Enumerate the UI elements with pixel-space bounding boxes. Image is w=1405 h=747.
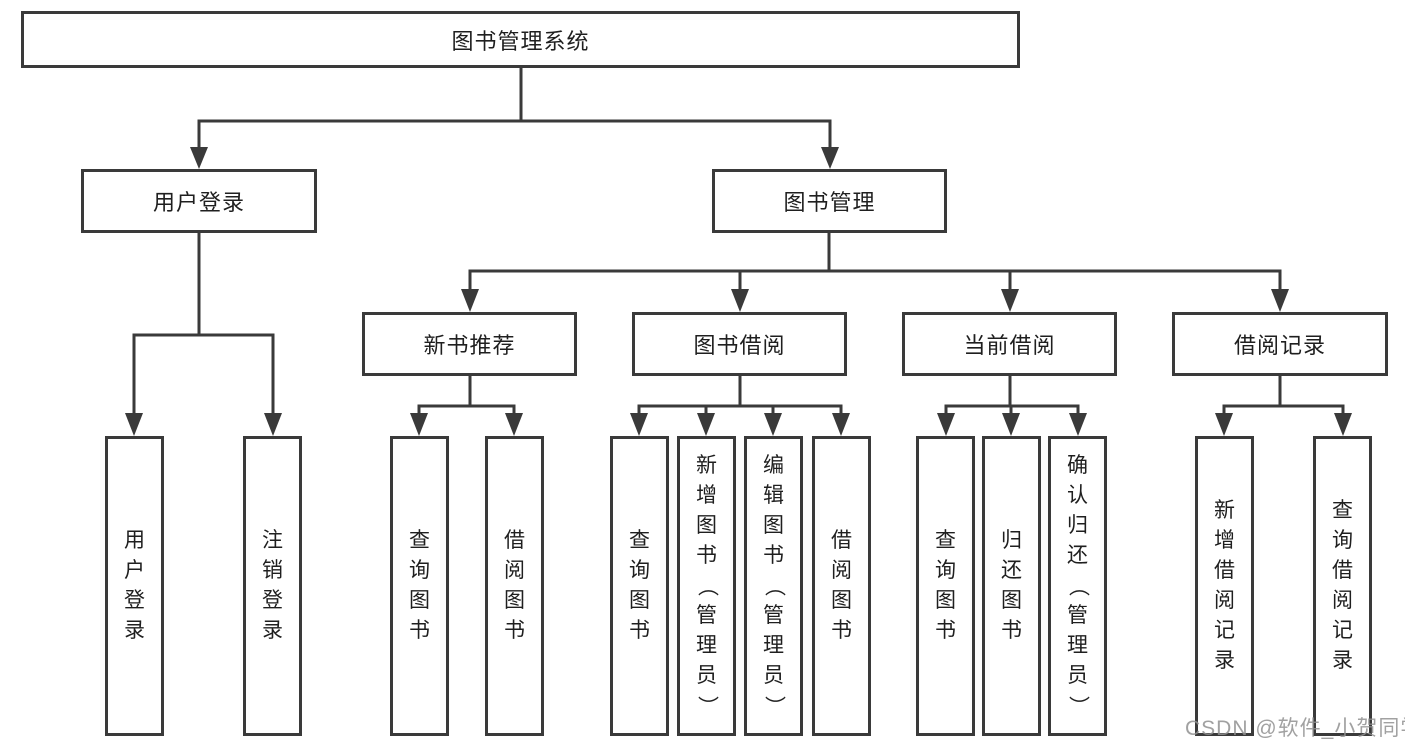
node-book-borrow: 图书借阅 bbox=[632, 312, 847, 376]
connector-user-login-to-leaves bbox=[125, 233, 282, 436]
leaf-borrow-books: 借阅图书 bbox=[812, 436, 871, 736]
arrowhead-icon bbox=[190, 147, 208, 169]
leaf-label: 归还图书 bbox=[1001, 529, 1022, 642]
arrowhead-icon bbox=[937, 413, 955, 436]
arrowhead-icon bbox=[1069, 413, 1087, 436]
leaf-label: 用户登录 bbox=[124, 529, 145, 642]
leaf-confirm-return-admin: 确认归还（管理员） bbox=[1048, 436, 1107, 736]
node-borrow-records: 借阅记录 bbox=[1172, 312, 1388, 376]
arrowhead-icon bbox=[410, 413, 428, 436]
arrowhead-icon bbox=[821, 147, 839, 169]
leaf-add-books-admin: 新增图书（管理员） bbox=[677, 436, 736, 736]
leaf-label: 借阅图书 bbox=[831, 529, 852, 642]
leaf-label: 查询图书 bbox=[629, 529, 650, 642]
arrowhead-icon bbox=[832, 413, 850, 436]
leaf-query-books-current: 查询图书 bbox=[916, 436, 975, 736]
arrowhead-icon bbox=[1271, 289, 1289, 312]
csdn-watermark: CSDN @软件_小贺同学 bbox=[1185, 717, 1405, 740]
arrowhead-icon bbox=[731, 289, 749, 312]
arrowhead-icon bbox=[1001, 289, 1019, 312]
arrowhead-icon bbox=[630, 413, 648, 436]
node-current-borrow: 当前借阅 bbox=[902, 312, 1117, 376]
arrowhead-icon bbox=[1334, 413, 1352, 436]
node-root: 图书管理系统 bbox=[21, 11, 1020, 68]
leaf-label: 查询图书 bbox=[935, 529, 956, 642]
leaf-return-books: 归还图书 bbox=[982, 436, 1041, 736]
arrowhead-icon bbox=[1002, 413, 1020, 436]
leaf-label: 确认归还（管理员） bbox=[1066, 454, 1090, 717]
connector-book-borrow-to-leaves bbox=[630, 376, 850, 436]
arrowhead-icon bbox=[461, 289, 479, 312]
leaf-label: 借阅图书 bbox=[504, 529, 525, 642]
connector-current-borrow-to-leaves bbox=[937, 376, 1087, 436]
connector-borrow-records-to-leaves bbox=[1215, 376, 1352, 436]
leaf-query-books-borrow: 查询图书 bbox=[610, 436, 669, 736]
arrowhead-icon bbox=[505, 413, 523, 436]
leaf-query-books-recommend: 查询图书 bbox=[390, 436, 449, 736]
leaf-edit-books-admin: 编辑图书（管理员） bbox=[744, 436, 803, 736]
arrowhead-icon bbox=[1215, 413, 1233, 436]
leaf-logout: 注销登录 bbox=[243, 436, 302, 736]
node-new-book-recommend: 新书推荐 bbox=[362, 312, 577, 376]
node-book-management: 图书管理 bbox=[712, 169, 947, 233]
leaf-label: 新增图书（管理员） bbox=[695, 454, 719, 717]
leaf-label: 查询借阅记录 bbox=[1332, 499, 1353, 672]
leaf-label: 编辑图书（管理员） bbox=[762, 454, 786, 717]
leaf-label: 查询图书 bbox=[409, 529, 430, 642]
arrowhead-icon bbox=[264, 413, 282, 436]
connector-new-book-recommend-to-leaves bbox=[410, 376, 523, 436]
leaf-add-borrow-record: 新增借阅记录 bbox=[1195, 436, 1254, 736]
leaf-label: 新增借阅记录 bbox=[1214, 499, 1235, 672]
connector-book-management-to-level3 bbox=[461, 233, 1289, 312]
node-user-login: 用户登录 bbox=[81, 169, 317, 233]
connector-root-to-level2 bbox=[190, 68, 839, 169]
leaf-label: 注销登录 bbox=[262, 529, 283, 642]
arrowhead-icon bbox=[764, 413, 782, 436]
leaf-borrow-books-recommend: 借阅图书 bbox=[485, 436, 544, 736]
arrowhead-icon bbox=[125, 413, 143, 436]
arrowhead-icon bbox=[697, 413, 715, 436]
leaf-user-login: 用户登录 bbox=[105, 436, 164, 736]
leaf-query-borrow-record: 查询借阅记录 bbox=[1313, 436, 1372, 736]
